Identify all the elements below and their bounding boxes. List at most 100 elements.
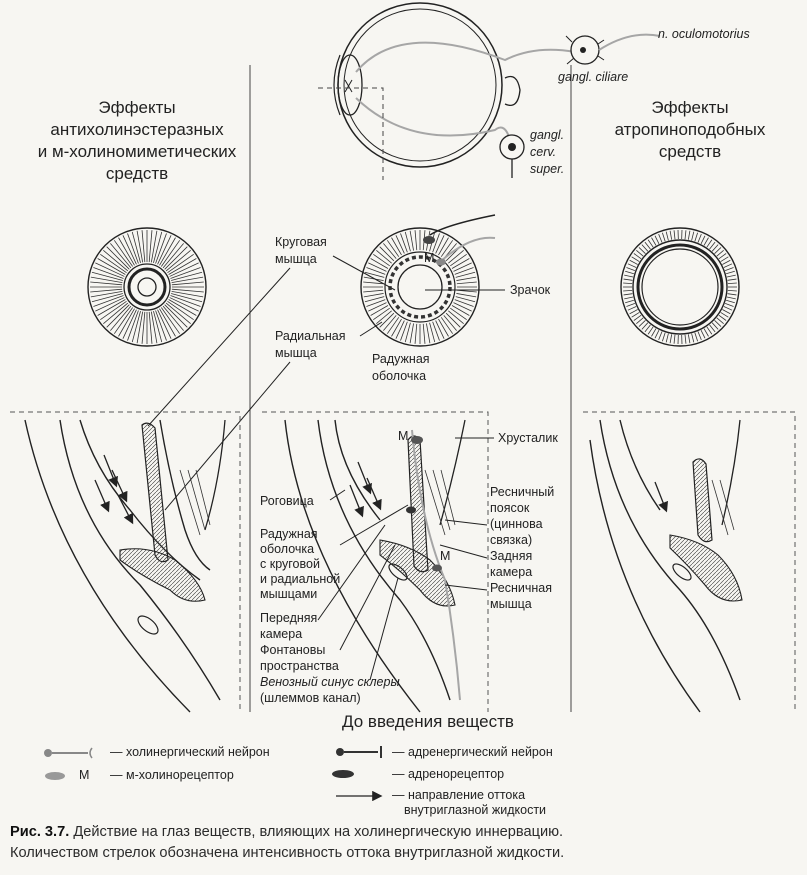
iris-striation	[651, 237, 657, 246]
leader-circular-to-left	[147, 267, 291, 427]
label-gangl-cerv-3: super.	[530, 162, 564, 176]
iris-striation	[684, 230, 687, 240]
iris-striation	[432, 321, 440, 341]
iris-striation	[106, 304, 130, 328]
iris-striation	[426, 323, 431, 344]
iris-striation	[127, 233, 139, 264]
label-circular-muscle-1: Круговая	[275, 235, 327, 249]
label-venous-1: Венозный синус склеры	[260, 675, 400, 689]
iris-striation	[368, 262, 387, 272]
label-gangl-cerv-1: gangl.	[530, 128, 564, 142]
iris-striation	[171, 288, 204, 293]
iris-striation	[644, 324, 651, 333]
iris-striation	[118, 237, 135, 266]
iris-striation	[122, 235, 137, 265]
iris-striation	[633, 253, 642, 260]
iris-striation	[665, 333, 669, 343]
iris-striation	[636, 317, 644, 324]
label-m-ciliary: М	[440, 549, 450, 563]
label-venous-2: (шлеммов канал)	[260, 691, 361, 705]
iris-striation	[623, 293, 633, 296]
iris-striation	[400, 233, 408, 253]
iris-striation	[414, 323, 418, 344]
iris-striation	[363, 289, 384, 293]
iris-striation	[93, 267, 124, 279]
iris-striation	[727, 282, 737, 285]
iris-striation	[164, 304, 188, 328]
iris-striation	[376, 250, 392, 264]
iris-striation	[654, 329, 660, 339]
subtitle-before-drugs: До введения веществ	[342, 712, 514, 731]
eyeball-diagram	[318, 2, 576, 180]
iris-striation	[709, 324, 716, 333]
caption-line-1: Действие на глаз веществ, влияющих на хо…	[69, 824, 564, 840]
iris-striation	[136, 311, 144, 344]
iris-striation	[658, 331, 663, 340]
iris-striation	[379, 246, 395, 262]
left-heading-line-3: и м-холиномиметических	[38, 142, 237, 161]
label-iris-1: Радужная	[372, 352, 430, 366]
iris-striation	[368, 302, 387, 312]
iris-striation	[440, 240, 454, 257]
iris-striation	[448, 310, 464, 324]
iris-striation	[697, 234, 702, 243]
leader-radial-to-left	[164, 361, 291, 511]
iris-striation	[386, 240, 400, 257]
iris-striation	[165, 302, 191, 324]
iris-striation	[626, 267, 636, 271]
label-m-top: М	[398, 429, 408, 443]
iris-striation	[90, 290, 123, 298]
iris-striation	[161, 240, 181, 267]
label-lens: Хрусталик	[498, 431, 558, 445]
right-heading-line-3: средств	[659, 142, 721, 161]
iris-striation	[714, 320, 722, 327]
section-right	[589, 419, 743, 713]
iris-striation	[370, 258, 389, 269]
iris-striation	[131, 231, 141, 263]
iris-striation	[159, 308, 176, 337]
figure-caption: Рис. 3.7. Действие на глаз веществ, влия…	[10, 822, 800, 864]
iris-striation	[95, 262, 125, 277]
label-gangl-ciliare: gangl. ciliare	[558, 70, 628, 84]
iris-striation	[455, 271, 476, 278]
label-posterior-2: камера	[490, 565, 532, 579]
leader-zonule	[444, 519, 488, 526]
label-iris-muscles-3: с круговой	[260, 557, 320, 571]
label-anterior-1: Передняя	[260, 611, 317, 625]
iris-striation	[624, 274, 634, 278]
section-box-right	[583, 411, 796, 712]
right-heading-line-1: Эффекты	[651, 98, 728, 117]
iris-striation	[153, 311, 163, 343]
label-iris-muscles-5: мышцами	[260, 587, 317, 601]
iris-striation	[726, 296, 736, 300]
iris-striation	[456, 289, 477, 293]
label-radial-muscle-1: Радиальная	[275, 329, 346, 343]
iris-striation	[103, 302, 129, 324]
iris-striation	[167, 253, 194, 273]
iris-striation	[113, 307, 133, 334]
iris-striation	[95, 297, 125, 312]
iris-striation	[631, 256, 640, 262]
label-pupil: Зрачок	[510, 283, 551, 297]
iris-striation	[716, 317, 724, 324]
label-iris-muscles-2: оболочка	[260, 542, 314, 556]
iris-striation	[727, 289, 737, 292]
iris-striation	[669, 230, 673, 240]
iris-striation	[453, 302, 472, 312]
iris-striation	[164, 246, 188, 270]
iris-striation	[169, 297, 199, 312]
iris-striation	[167, 301, 194, 321]
iris-striation	[624, 296, 634, 300]
iris-striation	[626, 303, 636, 307]
iris-striation	[165, 250, 191, 272]
iris-striation	[409, 230, 414, 251]
iris-striation	[170, 295, 201, 307]
iris-striation	[136, 230, 144, 263]
cervical-ganglion	[499, 134, 525, 178]
iris-striation	[722, 259, 731, 265]
iris-striation	[383, 243, 397, 259]
label-ciliary-2: мышца	[490, 597, 532, 611]
iris-striation	[673, 230, 676, 240]
iris-striation	[711, 322, 719, 330]
iris-striation	[118, 308, 135, 337]
